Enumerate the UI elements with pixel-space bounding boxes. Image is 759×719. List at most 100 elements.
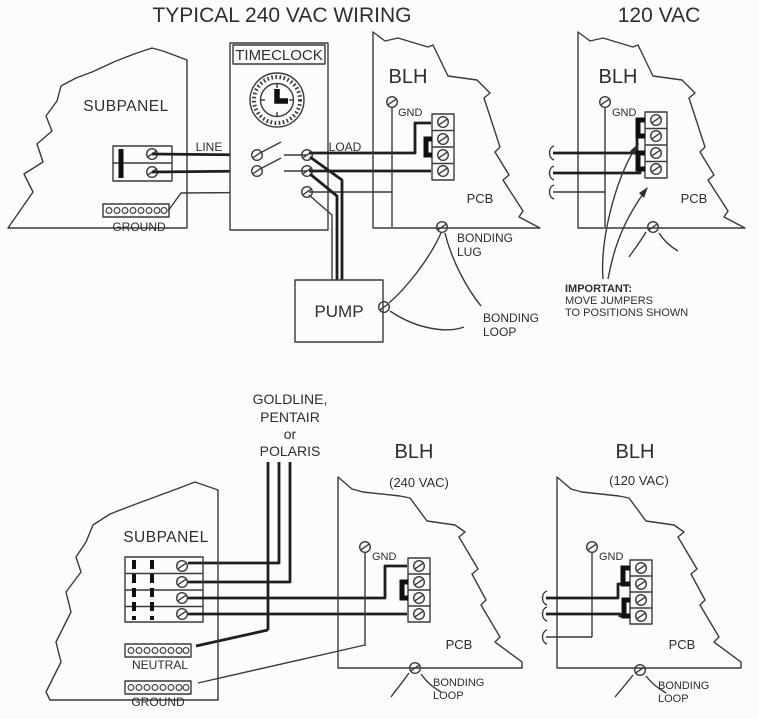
- timeclock-box: [229, 42, 329, 231]
- bonding-loop-label: BONDING: [483, 311, 539, 325]
- ground-bar-bottom: [124, 680, 192, 695]
- controller-neutral-wire: [195, 628, 269, 648]
- blh-120-top-outline: [577, 31, 746, 229]
- bonding-loop-label2: LOOP: [433, 690, 464, 702]
- wire-break-icon: [548, 184, 555, 200]
- jumper-2-3: [423, 136, 432, 158]
- screw-terminal-icon: [175, 592, 189, 604]
- screw-terminal-icon: [413, 592, 425, 604]
- bonding-loop-label: BONDING: [658, 680, 709, 692]
- screw-terminal-icon: [413, 576, 425, 588]
- screw-terminal-icon: [175, 560, 189, 572]
- screw-terminal-icon: [650, 146, 662, 160]
- ground-wire: [197, 644, 366, 684]
- bonding-wire-3: [389, 310, 465, 331]
- wire-break-icon: [541, 606, 548, 622]
- ground-bar-top-label: GROUND: [112, 220, 166, 234]
- blh-240-bottom-outline: [337, 476, 523, 669]
- bonding-screw-icon: [634, 664, 646, 676]
- screw-terminal-icon: [175, 576, 189, 588]
- subpanel-bottom: SUBPANEL NEUTRAL GROUND: [45, 481, 219, 709]
- bonding-wire-1: [388, 232, 442, 304]
- wire-break-icon: [548, 165, 555, 181]
- subpanel-top-outline: [7, 47, 188, 229]
- jumper-callout-line: [601, 146, 637, 280]
- jumper-1-2: [635, 117, 645, 139]
- pump-bond-screw-icon: [378, 301, 390, 313]
- controller-name-4: POLARIS: [260, 443, 321, 459]
- ground-bar-bottom-label: GROUND: [131, 695, 185, 709]
- screw-terminal-icon: [437, 148, 449, 162]
- important-line2: MOVE JUMPERS: [565, 295, 653, 307]
- blh-120-bottom-label: BLH: [616, 441, 655, 463]
- screw-terminal-icon: [437, 115, 449, 129]
- screw-terminal-icon: [413, 560, 425, 572]
- timeclock-title-box: [232, 44, 326, 65]
- bonding-lug-screw-icon: [436, 220, 448, 234]
- gnd-screw-icon: [386, 95, 398, 109]
- bonding-tail: [420, 673, 442, 693]
- screw-terminal-icon: [635, 578, 647, 590]
- pump-box: [294, 279, 384, 343]
- important-note: IMPORTANT: MOVE JUMPERS TO POSITIONS SHO…: [565, 283, 688, 319]
- pump: PUMP BONDING LOOP: [294, 232, 539, 343]
- gnd-screw-icon: [359, 541, 371, 553]
- load-wires: [308, 121, 431, 280]
- bonding-tail: [614, 674, 634, 698]
- jumper-3-4: [621, 597, 630, 619]
- gnd-screw-icon: [599, 95, 611, 109]
- screw-terminal-icon: [635, 594, 647, 606]
- blh-120-top: BLH GND PCB IMPORTANT: MOVE JUMPERS TO P…: [548, 31, 746, 319]
- load-label: LOAD: [329, 140, 362, 154]
- line-label: LINE: [196, 140, 223, 154]
- timeclock: TIMECLOCK: [229, 42, 329, 231]
- pcb-label: PCB: [681, 191, 708, 206]
- timeclock-dial-icon: [249, 72, 305, 128]
- controller-name-3: or: [284, 426, 297, 442]
- blh-120-bottom-subtitle: (120 VAC): [609, 473, 669, 488]
- blh-120-bottom-outline: [556, 476, 742, 669]
- page-title: TYPICAL 240 VAC WIRING: [152, 4, 411, 27]
- gnd-screw-icon: [586, 541, 598, 553]
- neutral-bar: [124, 643, 192, 658]
- neutral-bar-label: NEUTRAL: [132, 658, 188, 672]
- load-hot1-wire: [309, 121, 431, 155]
- pcb-label: PCB: [467, 191, 494, 206]
- pump-hot2-drop: [309, 172, 339, 280]
- blh-240-top-outline: [372, 31, 541, 229]
- bonding-lug-label2: LUG: [457, 245, 482, 259]
- subpanel-bottom-outline: [45, 481, 219, 701]
- bonding-tail: [658, 232, 679, 252]
- jumper-1-2: [620, 565, 630, 587]
- controller-name-2: PENTAIR: [260, 409, 320, 425]
- hot1-wire: [188, 564, 407, 600]
- controller-wire-2: [188, 462, 281, 565]
- screw-terminal-icon: [437, 164, 449, 178]
- gnd-label: GND: [372, 551, 397, 563]
- controller-wire-3: [188, 462, 292, 584]
- screw-terminal-icon: [635, 562, 647, 574]
- jumper-callout-line: [607, 190, 646, 280]
- bonding-loop-label2: LOOP: [483, 325, 516, 339]
- important-line1: IMPORTANT:: [565, 283, 632, 295]
- screw-terminal-icon: [650, 162, 662, 176]
- blh-120-top-label: BLH: [599, 66, 638, 88]
- pcb-label: PCB: [446, 637, 473, 652]
- wire-break-icon: [548, 145, 555, 161]
- blh-240-bottom-subtitle: (240 VAC): [389, 475, 449, 490]
- bonding-tail: [628, 231, 647, 258]
- bonding-lug-label: BONDING: [457, 231, 513, 245]
- wire-break-icon: [541, 590, 548, 606]
- gnd-label: GND: [398, 107, 423, 119]
- feeder-wires-bottom: [188, 564, 407, 684]
- bonding-loop-label2: LOOP: [658, 693, 689, 705]
- switch-blade-2: [261, 157, 282, 169]
- gnd-label: GND: [599, 551, 624, 563]
- timeclock-label: TIMECLOCK: [235, 47, 323, 64]
- pump-hot1-drop: [309, 155, 344, 280]
- screw-terminal-icon: [437, 132, 449, 146]
- blh-240-bottom-label: BLH: [395, 441, 434, 463]
- jumper-3-4: [635, 150, 645, 172]
